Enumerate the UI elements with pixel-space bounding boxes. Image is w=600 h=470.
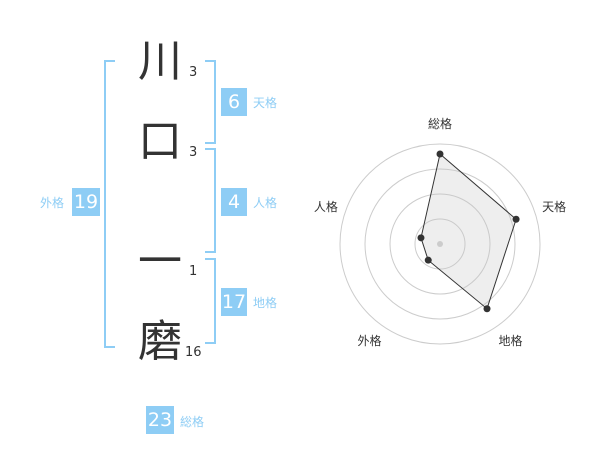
radar-point-5 <box>417 234 425 242</box>
name-char-1: 川 <box>138 36 182 87</box>
name-char-3: 一 <box>138 236 182 287</box>
radar-ring-3 <box>364 168 516 320</box>
radar-axis-label-4: 外格 <box>357 333 381 348</box>
jinkaku-bracket <box>205 148 216 253</box>
soukaku-label: 総格 <box>180 415 205 429</box>
radar-ring-2 <box>389 193 491 295</box>
radar-axis-label-3: 地格 <box>499 333 523 348</box>
radar-ring-4 <box>339 143 541 345</box>
stroke-count-3: 1 <box>189 264 198 279</box>
tenkaku-value: 6 <box>221 88 247 116</box>
radar-data-polygon <box>420 153 517 310</box>
radar-point-4 <box>424 256 432 264</box>
radar-axis-label-2: 天格 <box>542 199 566 214</box>
radar-axis-label-1: 総格 <box>428 116 452 131</box>
stroke-count-2: 3 <box>189 145 198 160</box>
jinkaku-label: 人格 <box>253 196 278 210</box>
gaikaku-value: 19 <box>72 188 100 216</box>
tenkaku-label: 天格 <box>253 96 278 110</box>
name-char-2: 口 <box>138 116 182 167</box>
radar-point-1 <box>436 150 444 158</box>
stroke-count-4: 16 <box>185 345 202 360</box>
chikaku-bracket <box>205 258 216 344</box>
radar-ring-1 <box>414 218 466 270</box>
name-char-4: 磨 <box>138 316 182 367</box>
chikaku-label: 地格 <box>253 296 278 310</box>
gaikaku-label: 外格 <box>40 196 65 210</box>
tenkaku-bracket <box>205 60 216 144</box>
radar-point-2 <box>512 215 520 223</box>
radar-point-3 <box>483 305 491 313</box>
jinkaku-value: 4 <box>221 188 247 216</box>
chikaku-value: 17 <box>221 288 247 316</box>
radar-center <box>437 241 443 247</box>
radar-axis-label-5: 人格 <box>314 199 338 214</box>
gaikaku-bracket <box>104 60 115 348</box>
soukaku-value: 23 <box>146 406 174 434</box>
stroke-count-1: 3 <box>189 65 198 80</box>
